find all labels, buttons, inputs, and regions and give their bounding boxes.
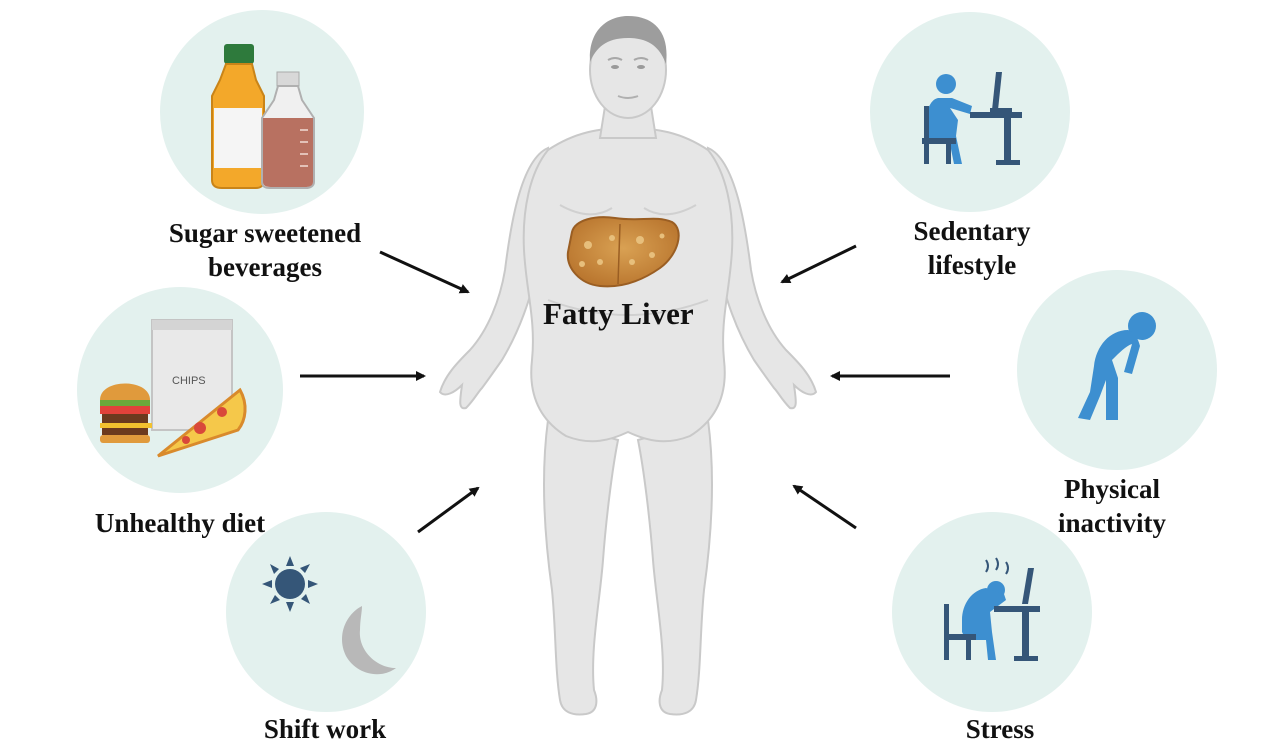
label-sedentary-line2: lifestyle: [927, 250, 1017, 280]
label-sedentary: Sedentary lifestyle: [872, 214, 1072, 282]
label-stress-line1: Stress: [965, 714, 1035, 744]
label-shift-work: Shift work: [225, 712, 425, 746]
stressed-person-icon: [944, 557, 1040, 661]
label-sugar-beverages: Sugar sweetened beverages: [140, 216, 390, 284]
liver-icon: [566, 216, 680, 288]
torso: [522, 126, 734, 443]
left-arm: [438, 146, 550, 410]
junk-food-icon: CHIPS: [100, 319, 247, 458]
sun-moon-icon: [262, 556, 396, 675]
label-physical-inactivity: Physical inactivity: [1012, 472, 1212, 540]
circle-inactivity: [1017, 270, 1217, 470]
label-inactivity-line1: Physical: [1063, 474, 1160, 504]
moon-icon: [341, 606, 396, 675]
body-folds: [547, 204, 709, 316]
right-leg: [636, 418, 714, 716]
slouching-person-icon: [1078, 312, 1156, 420]
arrow-stress: [792, 484, 857, 530]
arrow-sugar: [379, 250, 470, 294]
eyebrows: [607, 57, 649, 61]
hair: [589, 16, 667, 64]
label-inactivity-line2: inactivity: [1058, 508, 1166, 538]
beverage-bottles-icon: [211, 44, 315, 189]
label-shift-line1: Shift work: [263, 714, 387, 744]
arrow-shift: [417, 486, 480, 534]
circle-shift-work: [226, 512, 426, 712]
fatty-liver-title: Fatty Liver: [543, 296, 694, 331]
arrow-sedentary: [780, 244, 857, 284]
left-leg: [542, 418, 620, 716]
right-arm: [706, 146, 818, 410]
label-stress: Stress: [900, 712, 1100, 746]
person-at-desk-icon: [922, 72, 1022, 165]
label-sugar-line2: beverages: [208, 252, 322, 282]
human-body-figure: [438, 16, 818, 716]
label-sedentary-line1: Sedentary: [913, 216, 1031, 246]
sun-icon: [262, 556, 318, 612]
left-eye: [611, 65, 619, 69]
chips-bag-label: CHIPS: [172, 375, 206, 387]
label-sugar-line1: Sugar sweetened: [168, 218, 362, 248]
mouth: [617, 95, 639, 99]
circle-stress: [892, 512, 1092, 712]
label-unhealthy-diet: Unhealthy diet: [60, 506, 300, 540]
right-eye: [637, 65, 645, 69]
label-diet-line1: Unhealthy diet: [94, 508, 266, 538]
